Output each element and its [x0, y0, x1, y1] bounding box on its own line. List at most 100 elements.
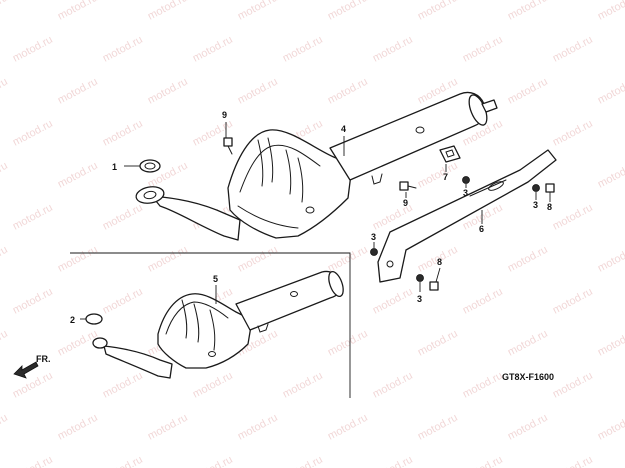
watermark-text: motod.ru	[506, 244, 550, 275]
callout-6: 6	[479, 224, 484, 234]
watermark-text: motod.ru	[596, 76, 625, 107]
watermark-text: motod.ru	[236, 0, 280, 23]
callout-5: 5	[213, 274, 218, 284]
watermark-text: motod.ru	[281, 370, 325, 401]
watermark-text: motod.ru	[506, 76, 550, 107]
watermark-text: motod.ru	[371, 370, 415, 401]
watermark-text: motod.ru	[551, 370, 595, 401]
watermark-text: motod.ru	[596, 244, 625, 275]
inset-frame	[70, 252, 351, 398]
bolt-part-9-mid	[399, 181, 417, 191]
bolt-part-9-top	[223, 137, 233, 155]
watermark-text: motod.ru	[461, 370, 505, 401]
watermark-text: motod.ru	[326, 0, 370, 23]
bolt-part-8-right	[545, 183, 555, 193]
watermark-text: motod.ru	[326, 328, 370, 359]
watermark-text: motod.ru	[596, 412, 625, 443]
watermark-text: motod.ru	[0, 328, 10, 359]
callout-8-bottom: 8	[437, 257, 442, 267]
watermark-text: motod.ru	[551, 34, 595, 65]
watermark-text: motod.ru	[0, 76, 10, 107]
watermark-text: motod.ru	[506, 328, 550, 359]
watermark-text: motod.ru	[551, 118, 595, 149]
diagram-code: GT8X-F1600	[502, 372, 554, 382]
callout-7: 7	[443, 172, 448, 182]
gasket-part-2	[85, 313, 103, 325]
nut-part-3-a	[462, 176, 470, 184]
watermark-text: motod.ru	[11, 34, 55, 65]
watermark-text: motod.ru	[596, 160, 625, 191]
watermark-text: motod.ru	[281, 34, 325, 65]
watermark-text: motod.ru	[11, 118, 55, 149]
watermark-text: motod.ru	[56, 76, 100, 107]
watermark-text: motod.ru	[506, 412, 550, 443]
watermark-text: motod.ru	[326, 412, 370, 443]
watermark-text: motod.ru	[101, 202, 145, 233]
watermark-text: motod.ru	[461, 34, 505, 65]
watermark-text: motod.ru	[56, 160, 100, 191]
callout-1: 1	[112, 162, 117, 172]
callout-8-right: 8	[547, 202, 552, 212]
watermark-text: motod.ru	[0, 160, 10, 191]
gasket-part-1	[139, 159, 161, 173]
direction-indicator: FR.	[13, 354, 51, 379]
watermark-text: motod.ru	[146, 76, 190, 107]
callout-9-top: 9	[222, 110, 227, 120]
watermark-text: motod.ru	[101, 34, 145, 65]
watermark-text: motod.ru	[191, 370, 235, 401]
watermark-text: motod.ru	[326, 76, 370, 107]
watermark-text: motod.ru	[56, 244, 100, 275]
watermark-text: motod.ru	[236, 412, 280, 443]
watermark-text: motod.ru	[101, 118, 145, 149]
watermark-text: motod.ru	[506, 0, 550, 23]
callout-3-bottom: 3	[417, 294, 422, 304]
leader-lines	[80, 122, 551, 320]
watermark-text: motod.ru	[596, 328, 625, 359]
watermark-text: motod.ru	[146, 0, 190, 23]
watermark-text: motod.ru	[56, 412, 100, 443]
callout-3-left: 3	[371, 232, 376, 242]
muffler-bracket	[377, 149, 557, 283]
callout-4: 4	[341, 124, 346, 134]
watermark-text: motod.ru	[371, 454, 415, 468]
watermark-text: motod.ru	[461, 454, 505, 468]
watermark-text: motod.ru	[371, 286, 415, 317]
watermark-text: motod.ru	[416, 412, 460, 443]
watermark-text: motod.ru	[191, 34, 235, 65]
nut-part-3-d	[416, 274, 424, 282]
callouts: 1 2 9 4 5 7 3 9 3 8 6 3 8 3	[70, 110, 552, 325]
watermark-text: motod.ru	[551, 202, 595, 233]
watermark-text: motod.ru	[326, 244, 370, 275]
watermark-text: motod.ru	[101, 286, 145, 317]
watermark-text: motod.ru	[551, 286, 595, 317]
muffler-alternate	[92, 270, 344, 379]
callout-2: 2	[70, 315, 75, 325]
watermark-text: motod.ru	[56, 0, 100, 23]
collar-part-7	[439, 145, 461, 163]
nut-part-3-b	[532, 184, 540, 192]
watermark-text: motod.ru	[146, 244, 190, 275]
watermark-text: motod.ru	[0, 412, 10, 443]
watermark-text: motod.ru	[191, 454, 235, 468]
callout-3-right: 3	[533, 200, 538, 210]
watermark-text: motod.ru	[11, 202, 55, 233]
watermark-text: motod.ru	[281, 454, 325, 468]
direction-label: FR.	[36, 354, 51, 364]
muffler-main	[135, 91, 498, 241]
watermark-text: motod.ru	[416, 0, 460, 23]
watermark-text: motod.ru	[236, 244, 280, 275]
front-arrow-icon	[13, 361, 39, 379]
watermark-text: motod.ru	[236, 76, 280, 107]
watermark-text: motod.ru	[461, 286, 505, 317]
watermark-text: motod.ru	[416, 328, 460, 359]
watermark-text: motod.ru	[371, 34, 415, 65]
watermark-text: motod.ru	[416, 160, 460, 191]
bolt-part-8-bottom	[429, 281, 439, 291]
callout-3-top: 3	[463, 188, 468, 198]
watermark-text: motod.ru	[101, 454, 145, 468]
nut-part-3-c	[370, 248, 378, 256]
watermark-text: motod.ru	[11, 454, 55, 468]
watermark-text: motod.ru	[11, 286, 55, 317]
